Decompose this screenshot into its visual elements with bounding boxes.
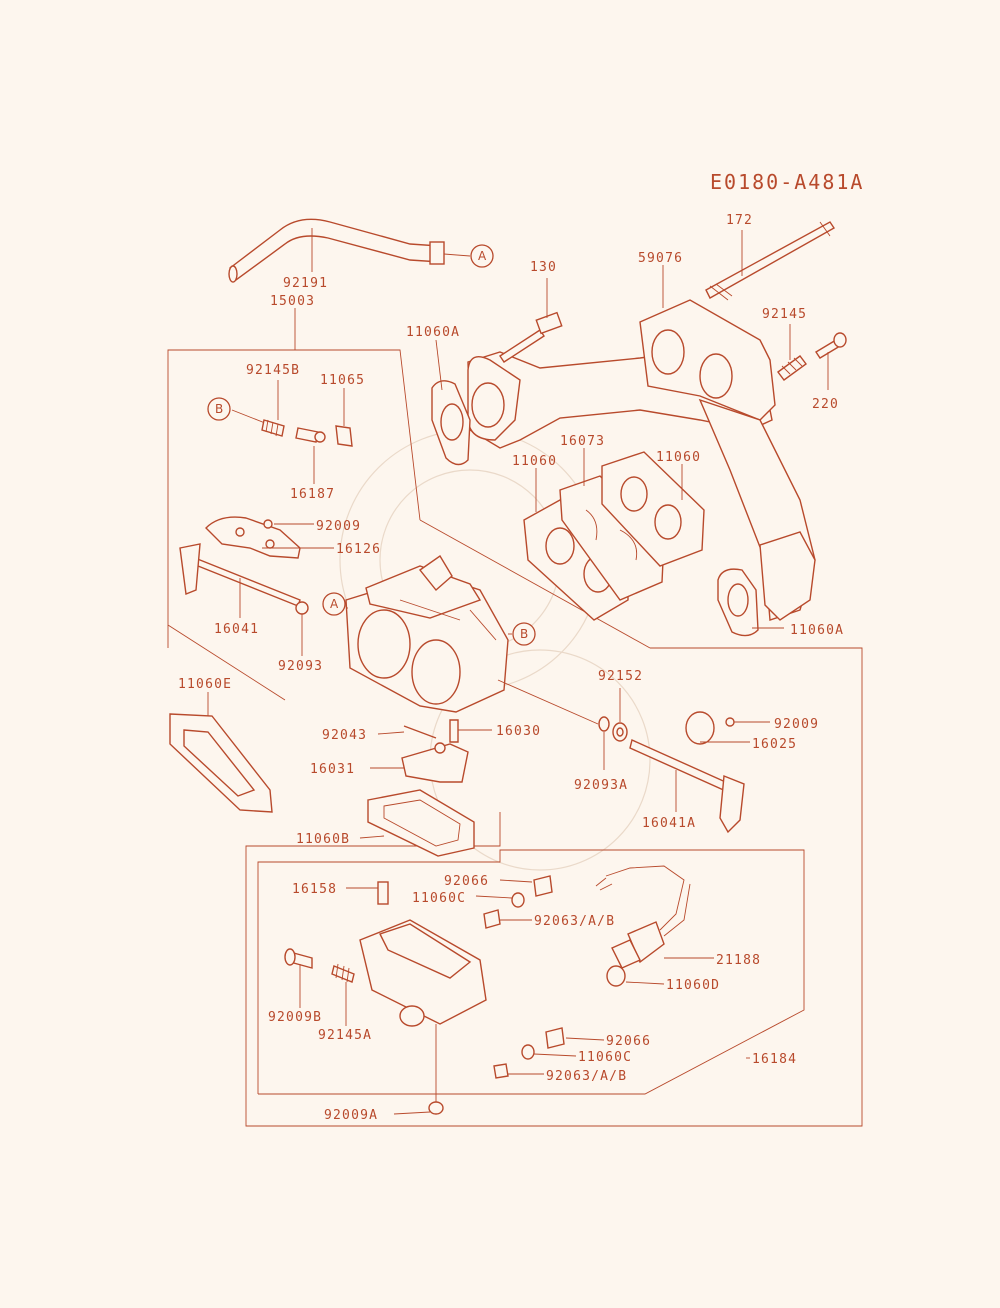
label-92066-bottom: 92066 — [606, 1034, 651, 1049]
label-92145A: 92145A — [318, 1028, 372, 1043]
label-92145B: 92145B — [246, 363, 300, 378]
breather-pipe-92191: A — [228, 218, 494, 283]
label-16126: 16126 — [336, 542, 381, 557]
label-172: 172 — [726, 213, 753, 228]
gasket-11060B — [359, 789, 475, 857]
float-bowl-assembly — [284, 881, 487, 1115]
label-16025: 16025 — [752, 737, 797, 752]
label-92009A: 92009A — [324, 1108, 378, 1123]
gasket-11060A-bottom — [717, 568, 784, 637]
gasket-11060-left — [523, 468, 629, 621]
callout-b-left — [207, 397, 231, 421]
callout-a-top-label: A — [478, 249, 487, 263]
label-92009-top: 92009 — [316, 519, 361, 534]
gasket-11060A-top — [431, 339, 471, 466]
diagram-code: E0180-A481A — [710, 170, 864, 194]
label-16030: 16030 — [496, 724, 541, 739]
callout-b-body-label: B — [520, 627, 528, 641]
label-92145: 92145 — [762, 307, 807, 322]
assembly-outline-16184 — [257, 849, 805, 1095]
label-59076: 59076 — [638, 251, 683, 266]
label-21188: 21188 — [716, 953, 761, 968]
label-16187: 16187 — [290, 487, 335, 502]
label-92191: 92191 — [283, 276, 328, 291]
label-11060-right: 11060 — [656, 450, 701, 465]
label-92066-top: 92066 — [444, 874, 489, 889]
label-16041: 16041 — [214, 622, 259, 637]
label-11060E: 11060E — [178, 677, 232, 692]
float-parts — [370, 719, 492, 783]
label-16041A: 16041A — [642, 816, 696, 831]
label-92043: 92043 — [322, 728, 367, 743]
label-220: 220 — [812, 397, 839, 412]
callout-b-left-label: B — [215, 402, 223, 416]
callout-a-body-label: A — [330, 597, 339, 611]
assembly-outline-15003 — [167, 308, 863, 1127]
solenoid-and-plugs — [475, 865, 750, 1079]
label-92063-bottom: 92063/A/B — [546, 1069, 627, 1084]
gasket-11060-right — [601, 451, 705, 567]
label-92009B: 92009B — [268, 1010, 322, 1025]
label-92093A: 92093A — [574, 778, 628, 793]
gasket-11060E — [169, 692, 273, 813]
bolt-130 — [499, 278, 563, 363]
label-92093: 92093 — [278, 659, 323, 674]
label-15003: 15003 — [270, 294, 315, 309]
screw-220 — [815, 332, 847, 390]
label-92063-top: 92063/A/B — [534, 914, 615, 929]
label-11060-left: 11060 — [512, 454, 557, 469]
label-16073: 16073 — [560, 434, 605, 449]
label-11060C-top: 11060C — [412, 891, 466, 906]
throttle-shaft-assembly — [179, 516, 334, 656]
stud-172 — [705, 221, 836, 301]
label-11060C-bottom: 11060C — [578, 1050, 632, 1065]
insulator-16073 — [559, 448, 665, 601]
label-92152: 92152 — [598, 669, 643, 684]
label-11060A-top: 11060A — [406, 325, 460, 340]
label-16031: 16031 — [310, 762, 355, 777]
part-labels: 92191 15003 130 59076 172 11060A 92145 2… — [178, 213, 844, 1123]
label-130: 130 — [530, 260, 557, 275]
label-16184: 16184 — [752, 1052, 797, 1067]
callout-a-top — [470, 244, 494, 268]
callout-a-body — [322, 592, 346, 616]
choke-shaft-assembly — [598, 688, 770, 834]
label-16158: 16158 — [292, 882, 337, 897]
label-92009-right: 92009 — [774, 717, 819, 732]
label-11060B: 11060B — [296, 832, 350, 847]
label-11060D: 11060D — [666, 978, 720, 993]
callout-b-body — [512, 622, 536, 646]
carburetor-body: A B — [322, 554, 599, 725]
label-11060A-bottom: 11060A — [790, 623, 844, 638]
spring-92145 — [777, 324, 807, 381]
idle-adjust-parts: B — [207, 380, 353, 484]
label-11065: 11065 — [320, 373, 365, 388]
intake-manifold-59076 — [467, 265, 816, 621]
